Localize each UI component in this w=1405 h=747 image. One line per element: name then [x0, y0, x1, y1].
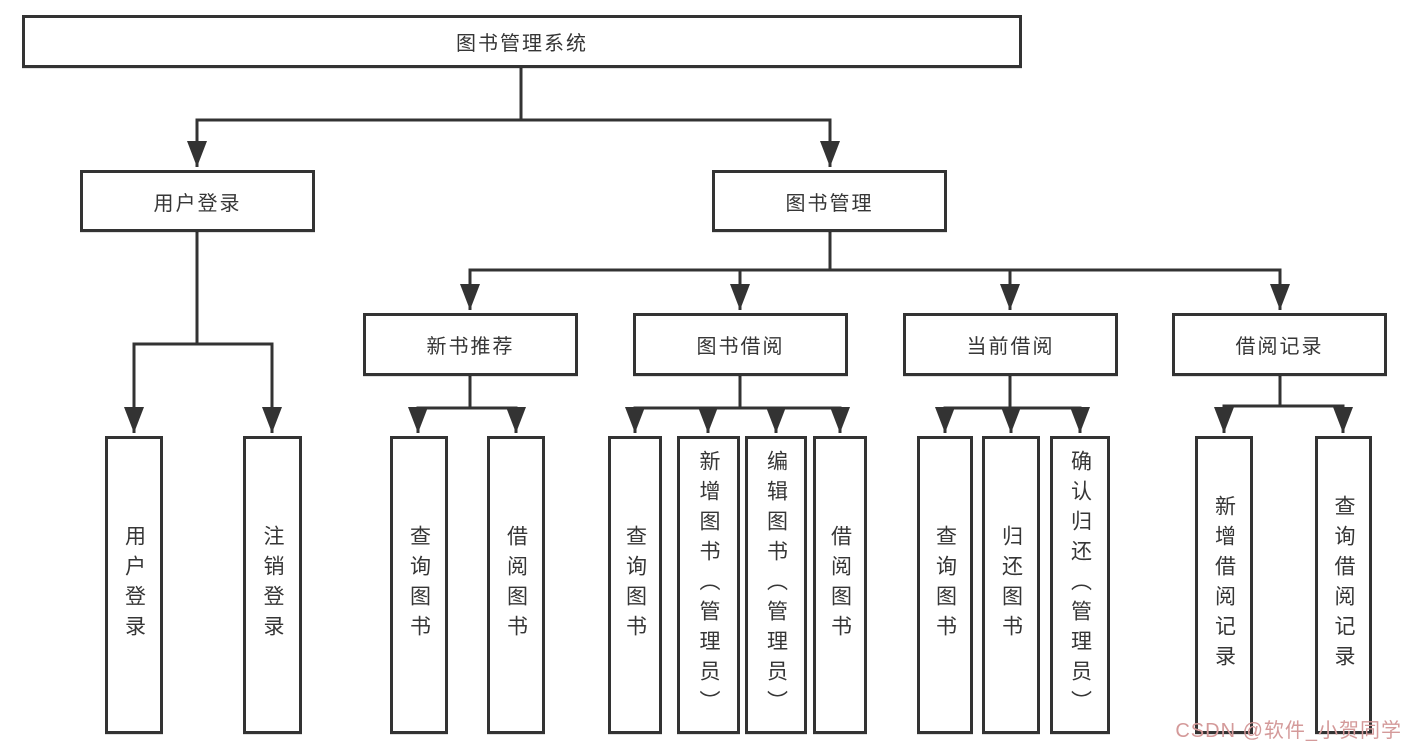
node-leaf-return-books: 归还图书 — [982, 436, 1040, 734]
node-current-borrow: 当前借阅 — [903, 313, 1118, 376]
node-borrow-records: 借阅记录 — [1172, 313, 1387, 376]
node-label: 归还图书 — [999, 525, 1023, 645]
node-leaf-add-borrow-record: 新增借阅记录 — [1195, 436, 1253, 734]
node-label: 图书借阅 — [696, 336, 785, 358]
node-leaf-logout: 注销登录 — [243, 436, 302, 734]
node-leaf-edit-books-admin: 编辑图书（管理员） — [745, 436, 807, 734]
node-label: 图书管理 — [785, 192, 874, 215]
node-label: 图书管理系统 — [456, 33, 588, 55]
node-leaf-user-login: 用户登录 — [105, 436, 163, 734]
node-leaf-confirm-return-admin: 确认归还（管理员） — [1050, 436, 1110, 734]
node-leaf-borrow-books: 借阅图书 — [813, 436, 867, 734]
node-label: 新书推荐 — [426, 336, 515, 358]
node-label: 用户登录 — [153, 192, 242, 215]
node-user-login: 用户登录 — [80, 170, 315, 232]
node-book-management: 图书管理 — [712, 170, 947, 232]
node-label: 借阅图书 — [504, 525, 528, 645]
node-label: 借阅记录 — [1235, 336, 1324, 358]
node-leaf-query-books: 查询图书 — [390, 436, 448, 734]
node-label: 借阅图书 — [828, 525, 852, 645]
csdn-watermark: CSDN @软件_小贺同学 — [1175, 720, 1402, 742]
node-label: 新增图书（管理员） — [697, 450, 720, 720]
node-label: 确认归还（管理员） — [1068, 450, 1092, 720]
node-root-system: 图书管理系统 — [22, 15, 1022, 68]
node-leaf-query-books: 查询图书 — [608, 436, 662, 734]
node-label: 编辑图书（管理员） — [764, 450, 788, 720]
node-leaf-add-books-admin: 新增图书（管理员） — [677, 436, 740, 734]
node-leaf-query-books: 查询图书 — [917, 436, 973, 734]
node-label: 注销登录 — [261, 525, 284, 645]
node-label: 查询借阅记录 — [1332, 495, 1355, 675]
node-leaf-query-borrow-record: 查询借阅记录 — [1315, 436, 1372, 734]
node-new-book-recommend: 新书推荐 — [363, 313, 578, 376]
node-leaf-borrow-books: 借阅图书 — [487, 436, 545, 734]
node-label: 用户登录 — [122, 525, 146, 645]
node-label: 当前借阅 — [966, 336, 1055, 358]
node-label: 查询图书 — [933, 525, 957, 645]
node-book-borrow: 图书借阅 — [633, 313, 848, 376]
node-label: 新增借阅记录 — [1212, 495, 1236, 675]
node-label: 查询图书 — [407, 525, 431, 645]
node-label: 查询图书 — [623, 525, 647, 645]
